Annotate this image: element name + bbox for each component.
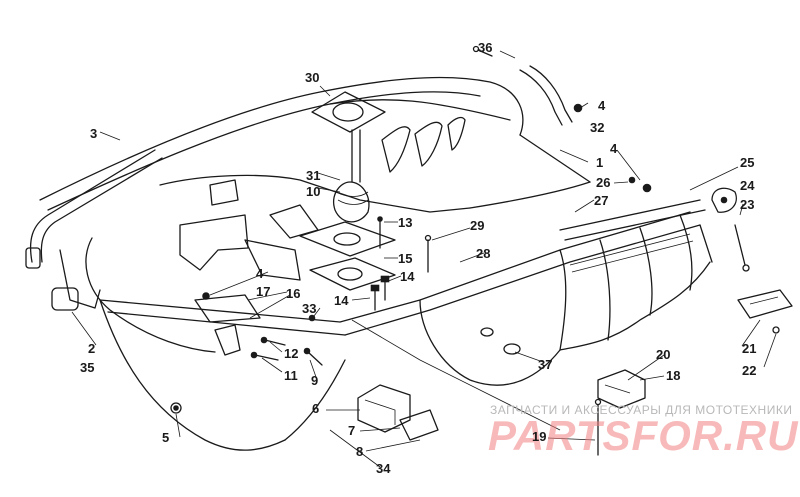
callout-23: 23 <box>740 197 754 212</box>
belly-pan-right <box>419 199 713 386</box>
callout-22: 22 <box>742 363 756 378</box>
callout-6: 6 <box>312 401 319 416</box>
callout-15: 15 <box>398 251 412 266</box>
callout-14-a: 14 <box>400 269 415 284</box>
callout-2: 2 <box>88 341 95 356</box>
hardware <box>170 45 780 456</box>
part-18-switch <box>597 369 646 409</box>
callout-4-left: 4 <box>256 266 264 281</box>
part-6-switch <box>357 384 439 441</box>
callout-4-top: 4 <box>598 98 606 113</box>
callout-27: 27 <box>594 193 608 208</box>
inner-brackets-left <box>179 179 319 356</box>
callout-20: 20 <box>656 347 670 362</box>
callout-17: 17 <box>256 284 270 299</box>
callout-5: 5 <box>162 430 169 445</box>
callout-34: 34 <box>376 461 391 476</box>
callout-10: 10 <box>306 184 320 199</box>
part-3-rail <box>25 149 163 311</box>
callout-12: 12 <box>284 346 298 361</box>
callout-31: 31 <box>306 168 320 183</box>
callout-26: 26 <box>596 175 610 190</box>
callout-19: 19 <box>532 429 546 444</box>
callout-33: 33 <box>302 301 316 316</box>
callout-14-b: 14 <box>334 293 349 308</box>
callout-35: 35 <box>80 360 94 375</box>
hood-body <box>39 76 701 451</box>
callout-7: 7 <box>348 423 355 438</box>
part-32-trim <box>519 65 573 126</box>
callout-36: 36 <box>478 40 492 55</box>
callout-3: 3 <box>90 126 97 141</box>
callout-11: 11 <box>284 368 298 383</box>
part-31-boot <box>299 129 396 291</box>
callout-9: 9 <box>311 373 318 388</box>
leader-lines <box>71 50 777 468</box>
part-24-knob <box>711 187 737 213</box>
part-21-reflector <box>737 289 793 319</box>
callout-30: 30 <box>305 70 319 85</box>
callout-4-right: 4 <box>610 141 618 156</box>
callout-28: 28 <box>476 246 490 261</box>
watermark: ЗАПЧАСТИ И АКСЕССУАРЫ ДЛЯ МОТОТЕХНИКИ PA… <box>488 403 799 459</box>
part-30-plate <box>311 85 386 133</box>
callouts: 3 1 2 31 10 13 15 14 14 29 28 27 26 25 2… <box>80 40 756 476</box>
callout-32: 32 <box>590 120 604 135</box>
callout-29: 29 <box>470 218 484 233</box>
callout-13: 13 <box>398 215 412 230</box>
callout-8: 8 <box>356 444 363 459</box>
watermark-caption: ЗАПЧАСТИ И АКСЕССУАРЫ ДЛЯ МОТОТЕХНИКИ <box>490 403 792 417</box>
callout-18: 18 <box>666 368 680 383</box>
callout-24: 24 <box>740 178 755 193</box>
callout-25: 25 <box>740 155 754 170</box>
watermark-brand: PARTSFOR.RU <box>488 412 799 459</box>
callout-16: 16 <box>286 286 300 301</box>
callout-1: 1 <box>596 155 603 170</box>
callout-37: 37 <box>538 357 552 372</box>
callout-21: 21 <box>742 341 756 356</box>
